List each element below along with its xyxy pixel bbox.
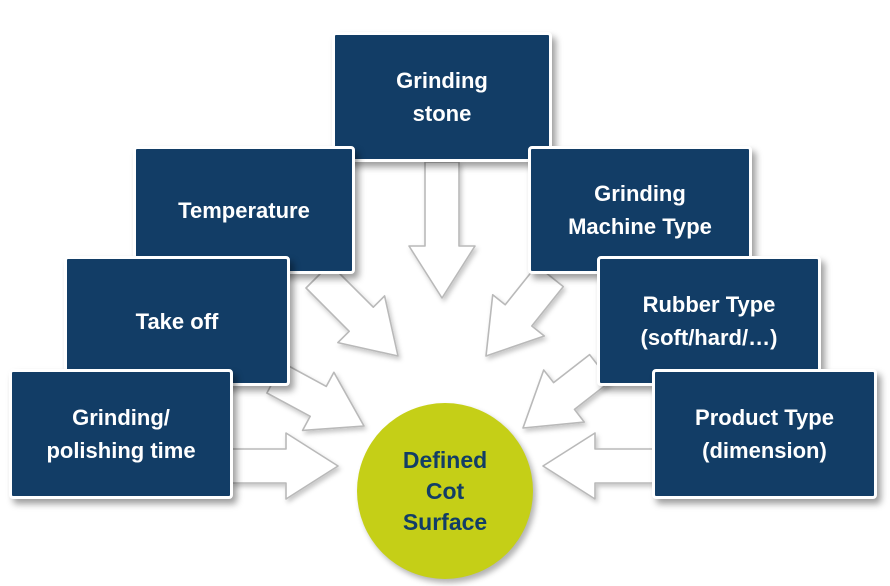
factor-label-grinding-machine-type: Grinding Machine Type [568,181,712,239]
factor-box-rubber-type: Rubber Type (soft/hard/…) [597,256,821,386]
factor-box-grinding-polishing-time: Grinding/ polishing time [9,369,233,499]
factor-label-temperature: Temperature [178,197,310,223]
factor-label-rubber-type: Rubber Type (soft/hard/…) [640,292,778,350]
arrow-from-temperature [305,263,399,357]
factor-box-product-type: Product Type (dimension) [652,369,877,499]
arrow-from-take-off [266,362,365,432]
arrow-from-grinding-polishing-time [231,432,339,500]
arrow-from-rubber-type [522,353,612,429]
factor-box-take-off: Take off [64,256,290,386]
factor-label-grinding-polishing-time: Grinding/ polishing time [46,405,196,463]
arrow-from-grinding-stone [408,161,476,299]
arrow-from-grinding-machine-type [485,264,565,357]
factor-box-temperature: Temperature [133,146,355,274]
arrow-from-product-type [542,432,657,500]
result-label-defined-cot-surface: Defined Cot Surface [402,446,488,535]
factor-label-product-type: Product Type (dimension) [695,405,834,463]
result-circle: Defined Cot Surface [357,403,533,579]
factor-label-take-off: Take off [135,308,219,334]
factor-box-grinding-machine-type: Grinding Machine Type [528,146,752,274]
factor-label-grinding-stone: Grinding stone [396,68,488,126]
factor-box-grinding-stone: Grinding stone [332,32,552,162]
